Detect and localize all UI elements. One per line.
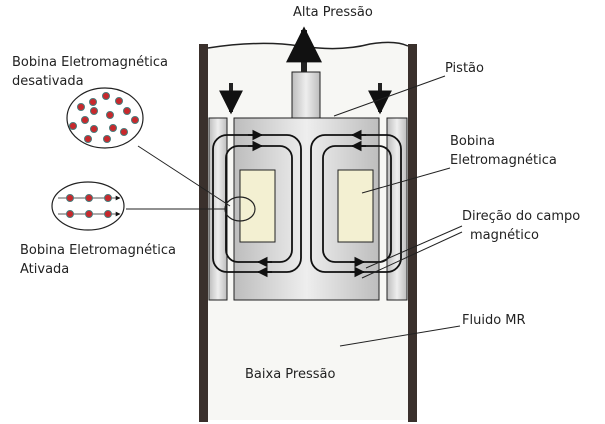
flow-arrow-icons xyxy=(219,83,392,115)
coil-label-2: Eletromagnética xyxy=(450,153,557,168)
cylinder-wall-left xyxy=(199,44,208,422)
coil-off-label-1: Bobina Eletromagnética xyxy=(12,55,168,70)
coil-on-label-1: Bobina Eletromagnética xyxy=(20,243,176,258)
high-pressure-label: Alta Pressão xyxy=(293,5,373,20)
coil-right xyxy=(337,169,374,243)
coil-left xyxy=(239,169,276,243)
fluid-label: Fluido MR xyxy=(462,313,526,328)
piston-label: Pistão xyxy=(445,61,484,76)
coil-label-1: Bobina xyxy=(450,134,495,149)
field-label-1: Direção do campo xyxy=(462,209,581,224)
detail-circle xyxy=(224,196,256,222)
magnetic-field-lines xyxy=(212,129,402,278)
cylinder-wall-right xyxy=(408,44,417,422)
field-label-2: magnético xyxy=(470,228,539,243)
coil-off-label-2: desativada xyxy=(12,74,84,89)
active-particles-detail xyxy=(51,181,125,231)
inactive-particles-detail xyxy=(66,87,144,149)
coil-on-label-2: Ativada xyxy=(20,262,70,277)
low-pressure-label: Baixa Pressão xyxy=(245,367,336,382)
leader-lines xyxy=(126,75,463,347)
